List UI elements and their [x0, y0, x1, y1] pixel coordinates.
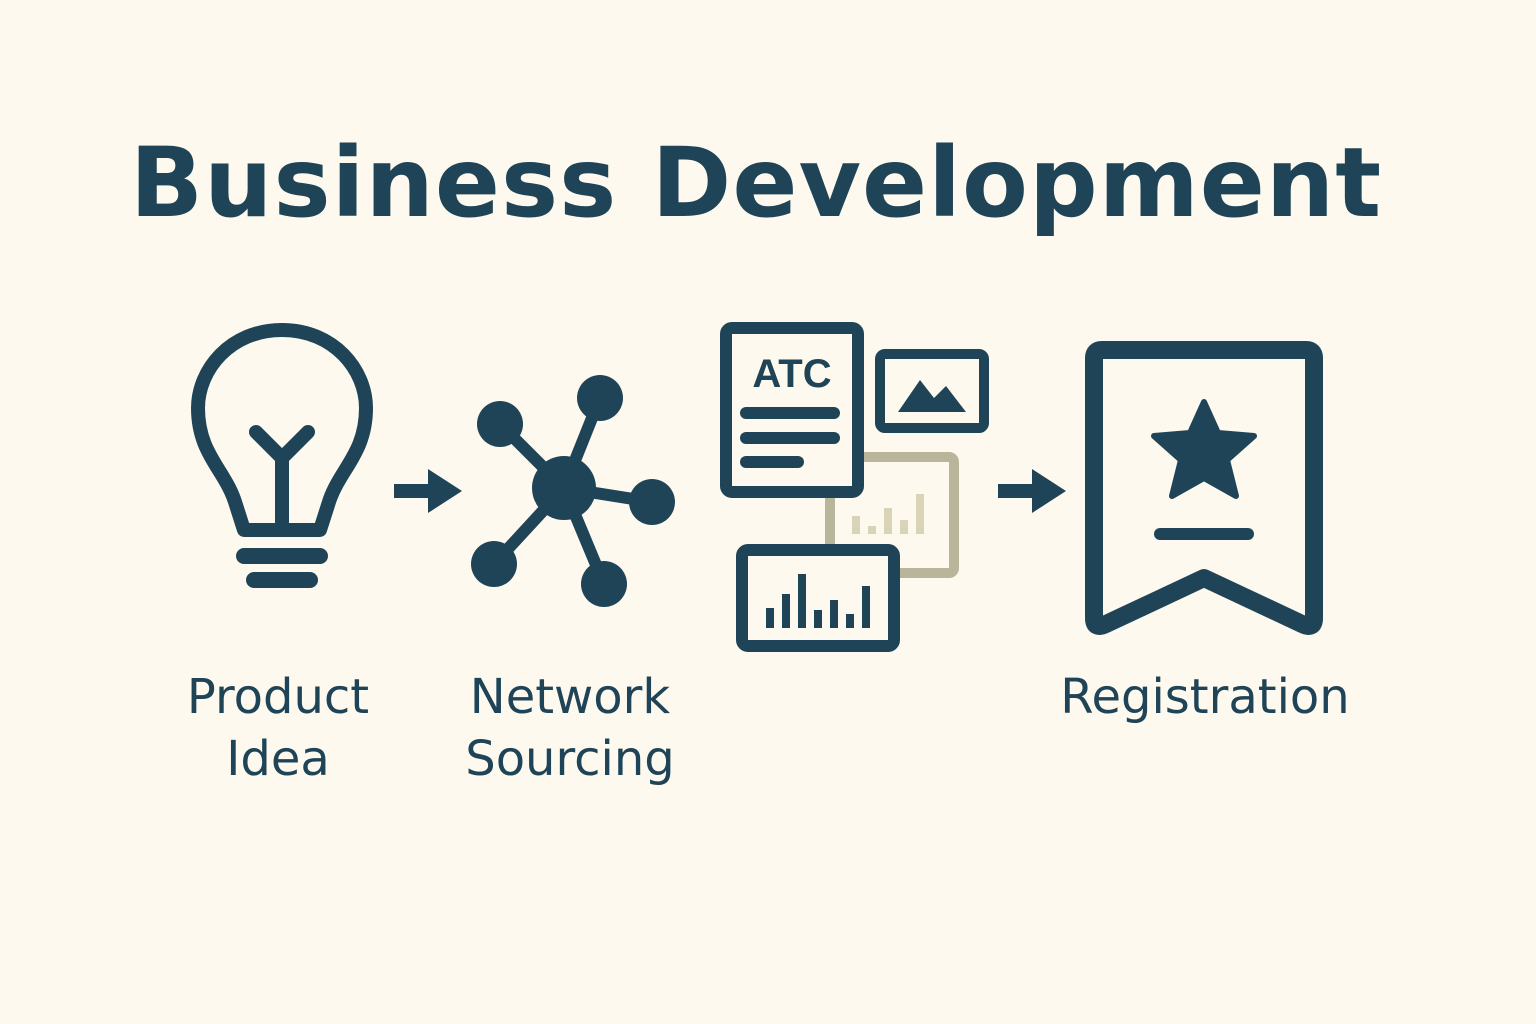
arrow-right-icon	[998, 469, 1066, 513]
step-label-network-sourcing: Network Sourcing	[440, 666, 700, 790]
step-label-line: Registration	[1060, 669, 1350, 725]
documents-icon: ATC	[720, 322, 989, 652]
step-label-line: Product	[186, 669, 370, 725]
arrow-right-icon	[394, 469, 462, 513]
bookmark-star-icon	[1085, 341, 1323, 635]
step-label-line: Sourcing	[465, 731, 675, 787]
step-label-line: Idea	[226, 731, 330, 787]
lightbulb-icon	[191, 323, 373, 588]
step-label-line: Network	[469, 669, 671, 725]
step-label-registration: Registration	[1030, 666, 1380, 728]
diagram-title: Business Development	[129, 127, 1383, 239]
step-label-product-idea: Product Idea	[158, 666, 398, 790]
network-icon	[471, 375, 675, 607]
document-heading: ATC	[752, 352, 831, 396]
